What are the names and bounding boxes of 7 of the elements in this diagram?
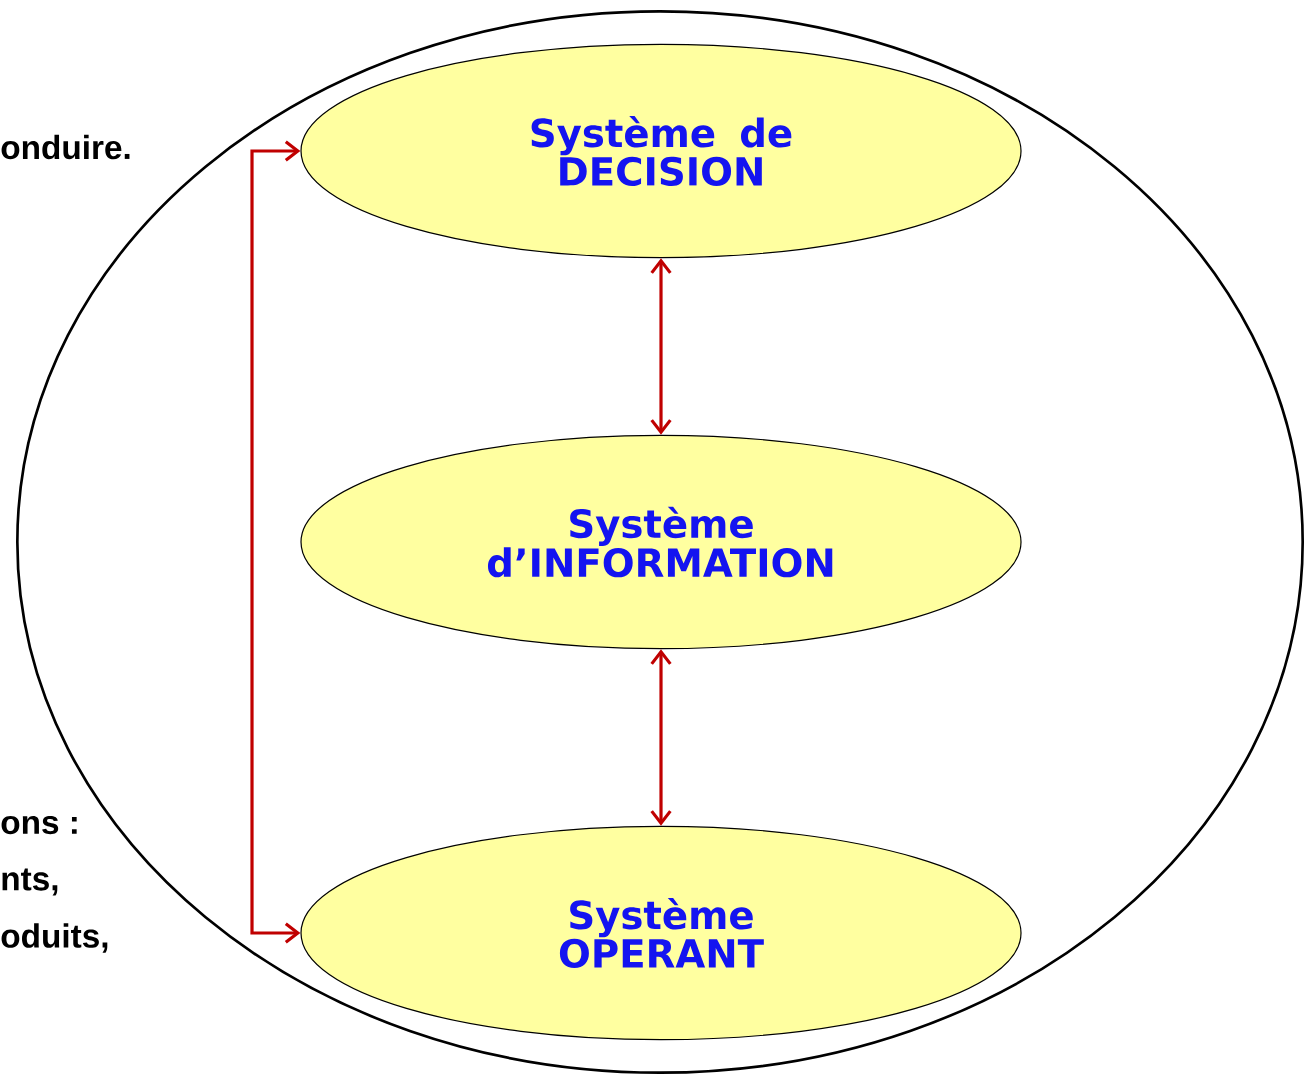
arrow	[650, 258, 672, 435]
side-text: oduits,	[1, 923, 108, 953]
arrow	[250, 140, 301, 944]
arrow	[650, 649, 672, 826]
side-text: ons :	[1, 815, 77, 835]
side-text: nts,	[2, 868, 58, 896]
side-text: onduire.	[1, 134, 130, 160]
